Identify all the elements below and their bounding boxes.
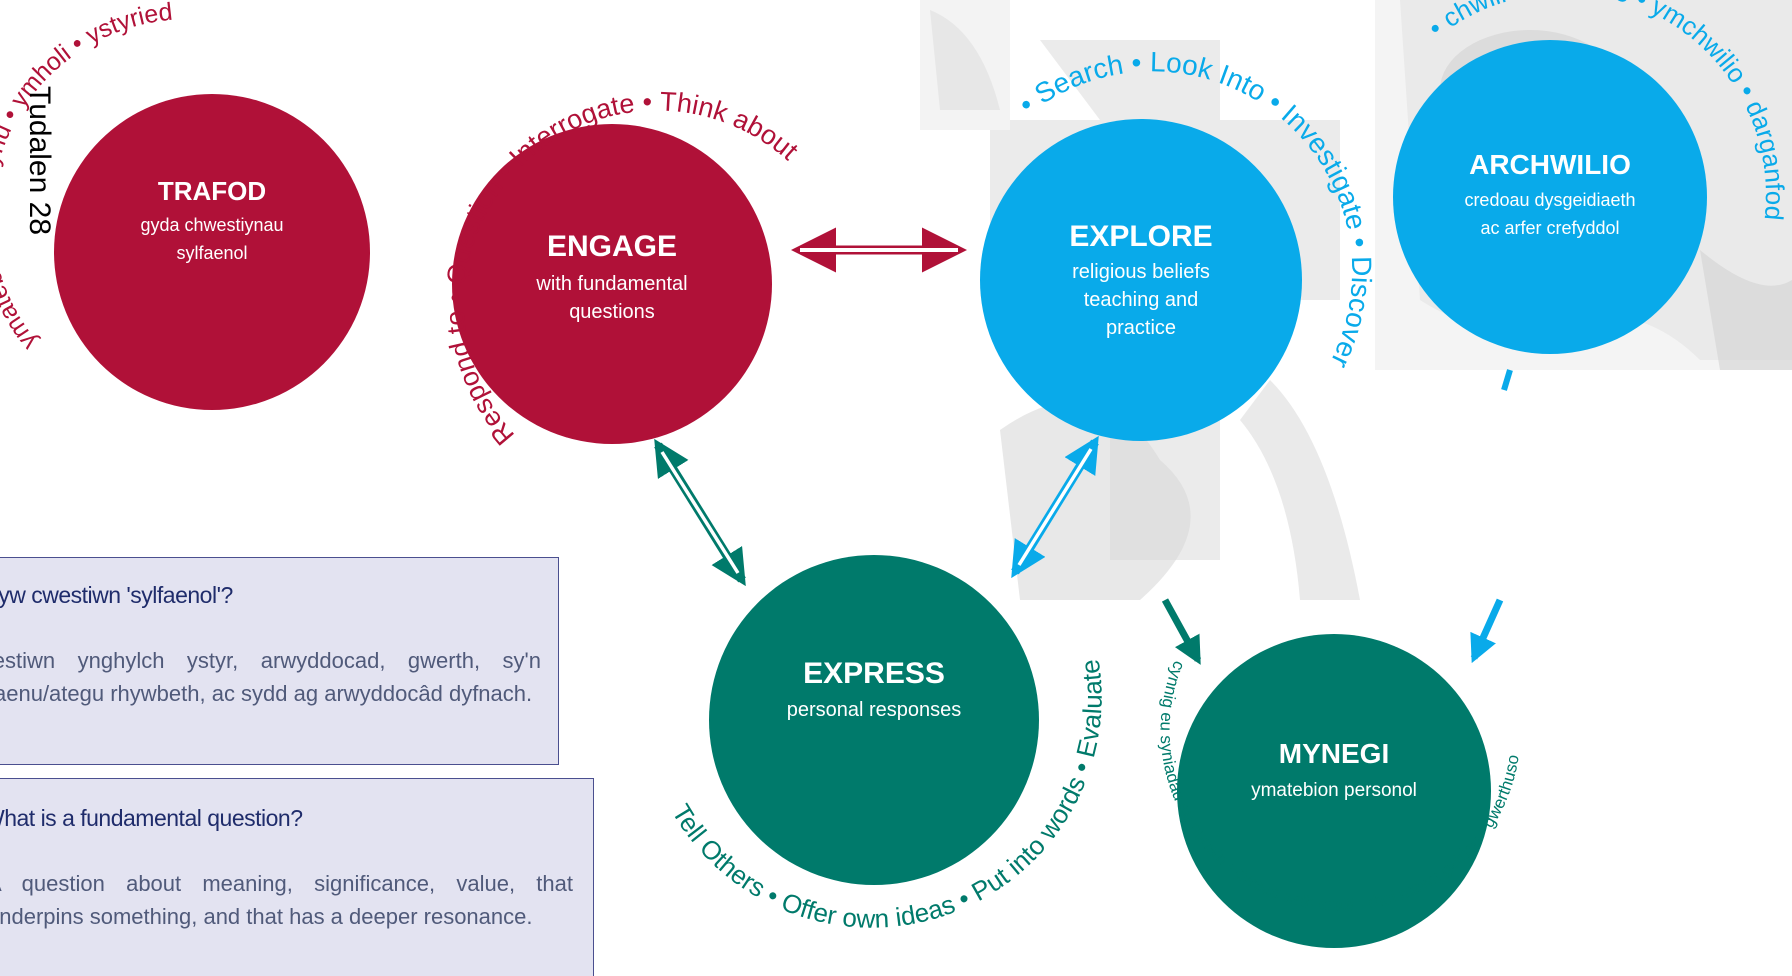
english-question: What is a fundamental question? [0, 805, 303, 831]
explore-line2: teaching and [1084, 289, 1199, 311]
explore-line3: practice [1106, 317, 1176, 339]
welsh-answer: Cwestiwn ynghylch ystyr, arwyddocad, gwe… [0, 648, 541, 706]
express-circle [709, 555, 1039, 885]
trafod-title: TRAFOD [158, 176, 266, 206]
background-figure-left [920, 0, 1010, 130]
engage-line2: questions [569, 301, 655, 323]
trafod-circle [54, 94, 370, 410]
trafod-line2: sylfaenol [176, 243, 247, 263]
arrow-explore-express [1011, 435, 1099, 579]
archwilio-circle [1393, 40, 1707, 354]
welsh-question: Beth yw cwestiwn 'sylfaenol'? [0, 582, 233, 608]
express-title: EXPRESS [803, 657, 945, 690]
archwilio-title: ARCHWILIO [1469, 149, 1631, 180]
explore-line1: religious beliefs [1072, 261, 1210, 283]
arrow-engage-express [654, 438, 746, 587]
engage-circle [452, 124, 772, 444]
engage-title: ENGAGE [547, 230, 677, 263]
mynegi-line1: ymatebion personol [1251, 780, 1417, 801]
explore-circle [980, 119, 1302, 441]
english-definition-box: What is a fundamental question? A questi… [0, 778, 594, 976]
express-line1: personal responses [787, 699, 962, 721]
english-answer: A question about meaning, significance, … [0, 871, 573, 929]
arrow-mynegi-right [1470, 369, 1513, 664]
archwilio-line2: ac arfer crefyddol [1480, 218, 1619, 238]
page-label: Tudalen 28 [23, 86, 56, 236]
archwilio-line1: credoau dysgeidiaeth [1464, 190, 1635, 210]
arrow-mynegi-left [1161, 598, 1202, 665]
trafod-line1: gyda chwestiynau [140, 215, 283, 235]
mynegi-title: MYNEGI [1279, 738, 1389, 769]
explore-title: EXPLORE [1069, 220, 1212, 253]
engage-line1: with fundamental [535, 273, 687, 295]
mynegi-circle [1177, 634, 1491, 948]
welsh-definition-box: Beth yw cwestiwn 'sylfaenol'? Cwestiwn y… [0, 557, 559, 765]
